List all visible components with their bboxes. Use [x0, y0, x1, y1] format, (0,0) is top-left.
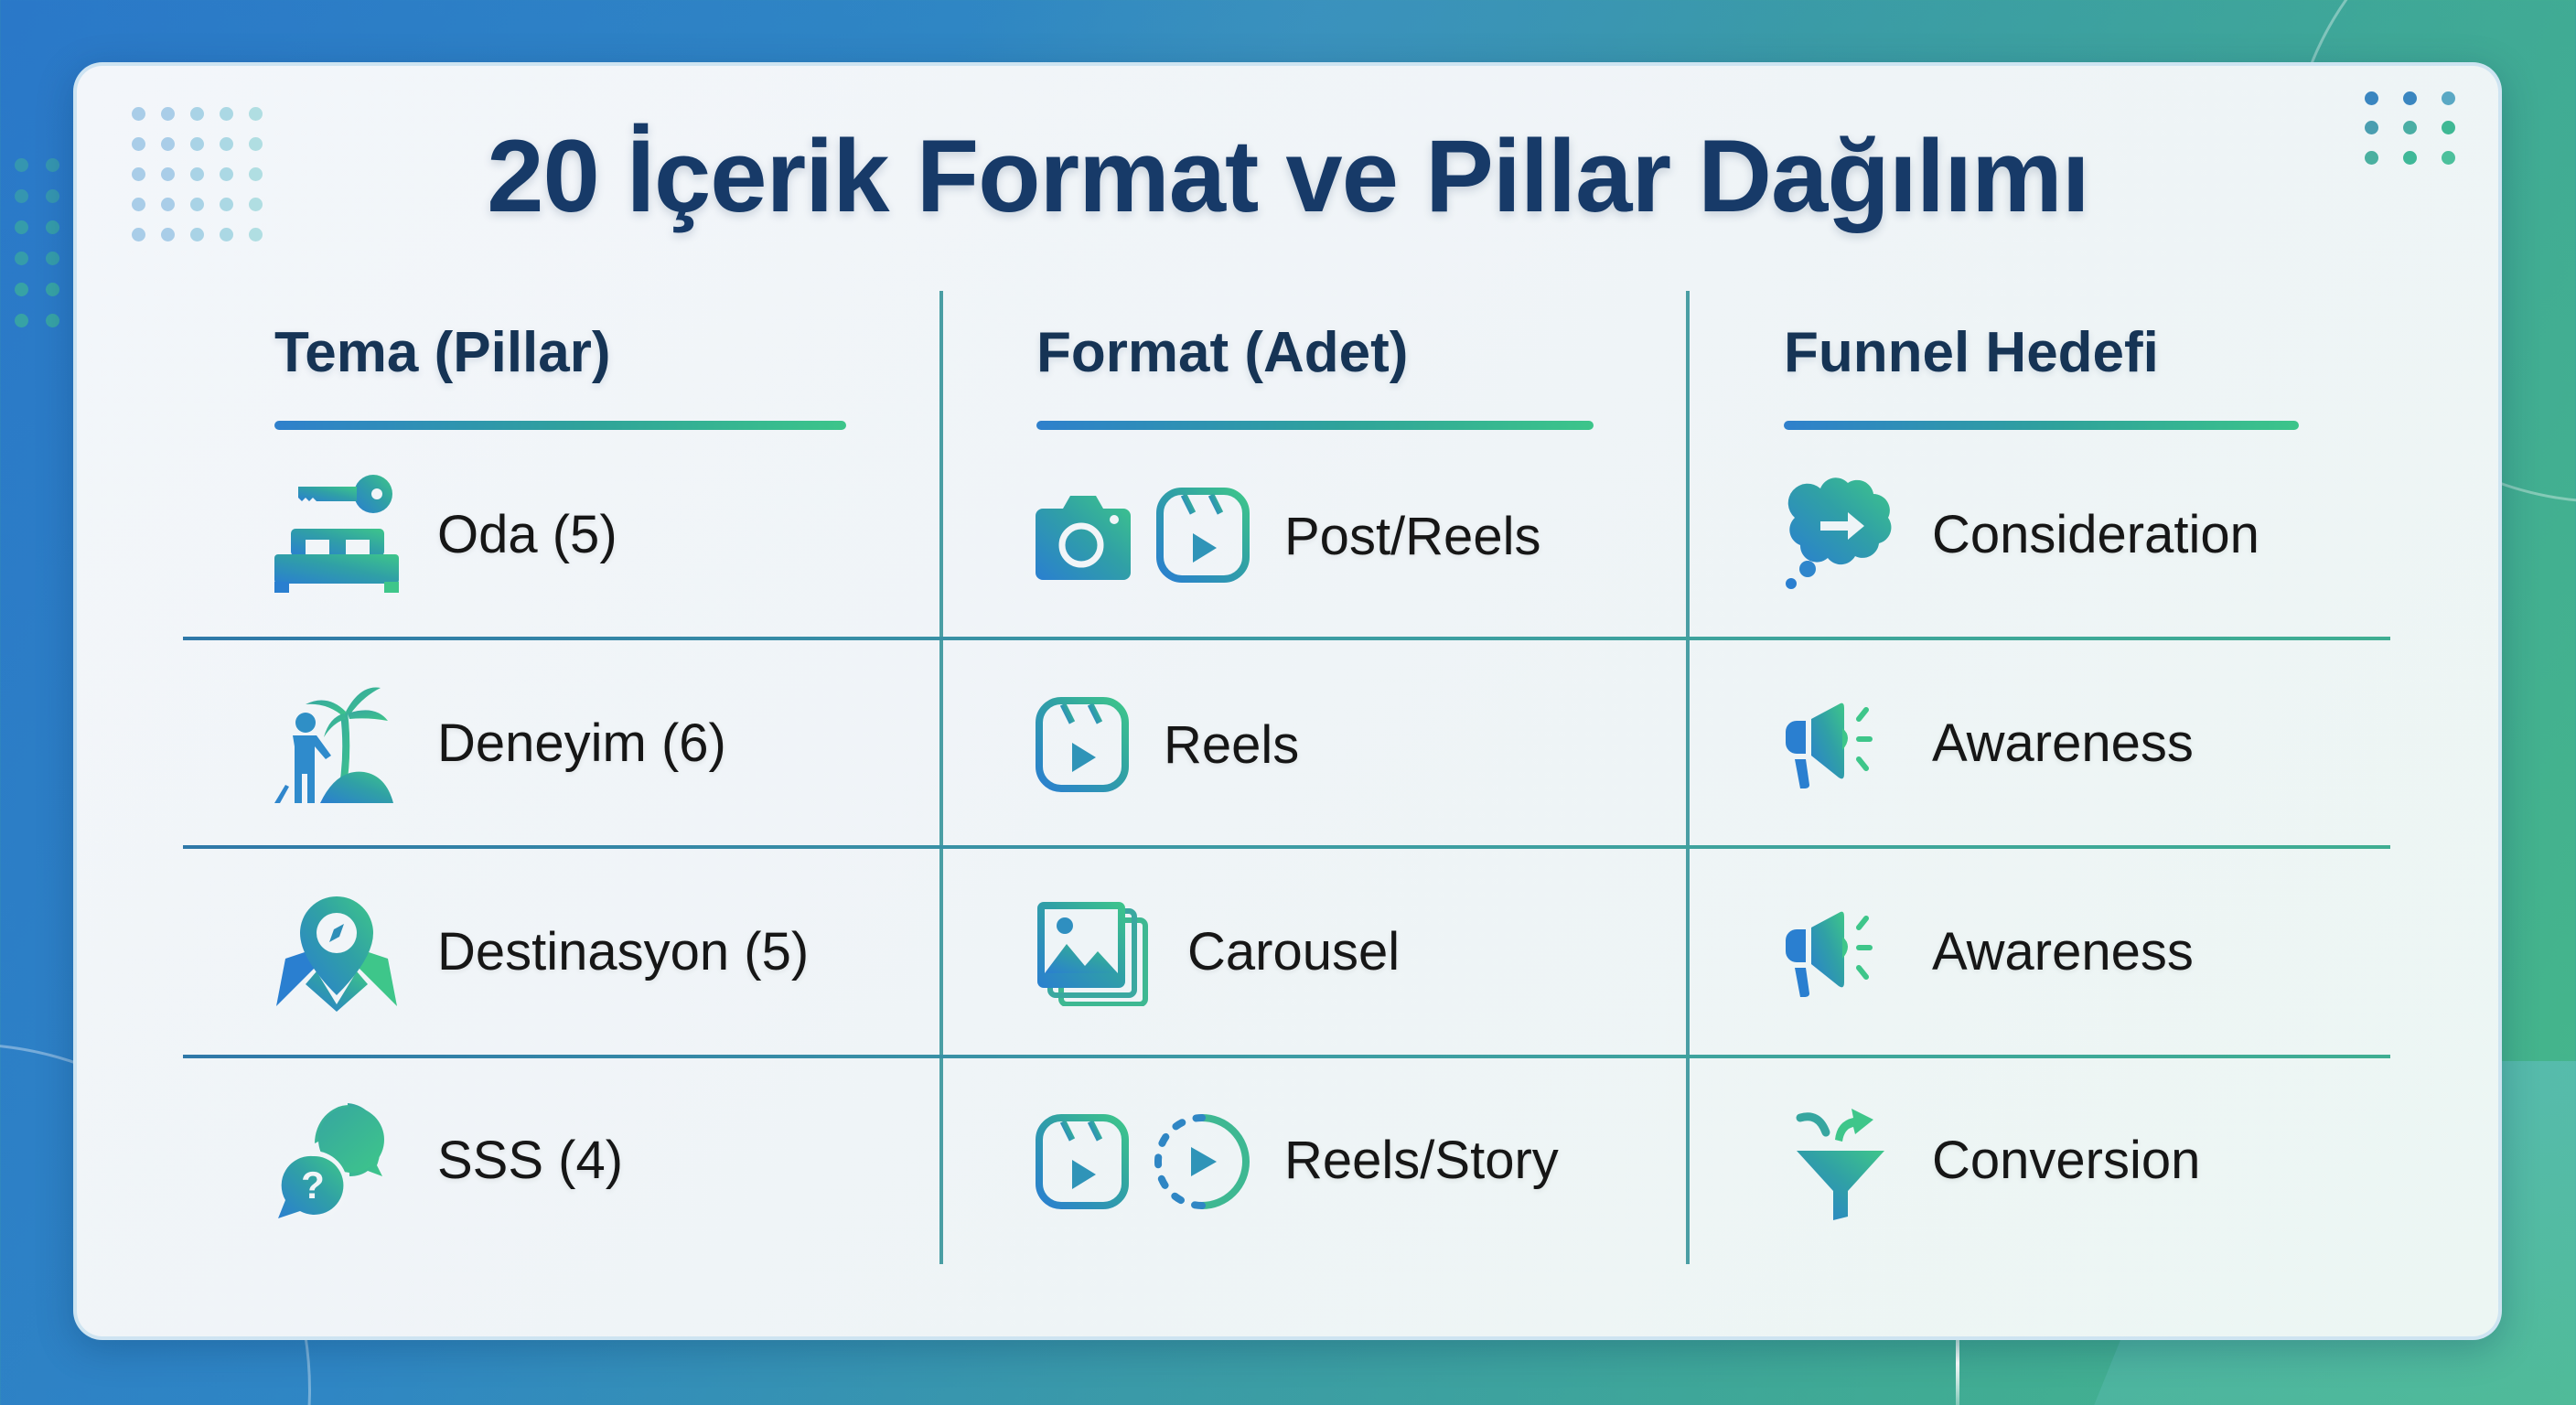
person-palm-tree-icon: [274, 687, 393, 803]
funnel-label: Awareness: [1932, 922, 2194, 981]
content-card: [73, 62, 2502, 1340]
pillar-label: Deneyim (6): [437, 713, 726, 773]
question-chat-bubbles-icon: ?: [278, 1103, 384, 1220]
header-underline: [1036, 421, 1594, 430]
format-label: Reels: [1164, 715, 1300, 775]
page-title: 20 İçerik Format ve Pillar Dağılımı: [487, 119, 2090, 233]
svg-text:?: ?: [301, 1164, 325, 1207]
megaphone-icon: [1786, 911, 1873, 997]
row-divider: [183, 845, 2390, 849]
format-label: Carousel: [1187, 922, 1401, 981]
column-header-funnel: Funnel Hedefi: [1784, 321, 2159, 384]
format-label: Reels/Story: [1284, 1131, 1559, 1190]
funnel-label: Conversion: [1932, 1131, 2201, 1190]
header-underline: [274, 421, 846, 430]
bed-key-icon: [274, 475, 399, 593]
reels-icon: [1036, 697, 1129, 792]
row-divider: [183, 1055, 2390, 1058]
funnel-label: Awareness: [1932, 713, 2194, 773]
row-divider: [183, 637, 2390, 640]
image-stack-icon: [1037, 902, 1148, 1006]
thought-bubble-arrow-icon: [1786, 477, 1892, 589]
funnel-arrow-icon: [1796, 1109, 1884, 1220]
format-label: Post/Reels: [1284, 507, 1541, 566]
column-header-pillar: Tema (Pillar): [274, 321, 611, 384]
funnel-label: Consideration: [1932, 505, 2259, 564]
column-divider: [939, 291, 943, 1264]
pillar-label: Oda (5): [437, 505, 617, 564]
pillar-label: Destinasyon (5): [437, 922, 810, 981]
column-divider: [1686, 291, 1690, 1264]
story-circle-icon: [1154, 1114, 1250, 1209]
column-header-format: Format (Adet): [1036, 321, 1409, 384]
map-pin-compass-icon: [276, 896, 397, 1012]
megaphone-icon: [1786, 702, 1873, 788]
reels-icon: [1156, 488, 1250, 583]
pillar-label: SSS (4): [437, 1131, 624, 1190]
header-underline: [1784, 421, 2299, 430]
reels-icon: [1036, 1114, 1129, 1209]
camera-icon: [1036, 496, 1131, 580]
